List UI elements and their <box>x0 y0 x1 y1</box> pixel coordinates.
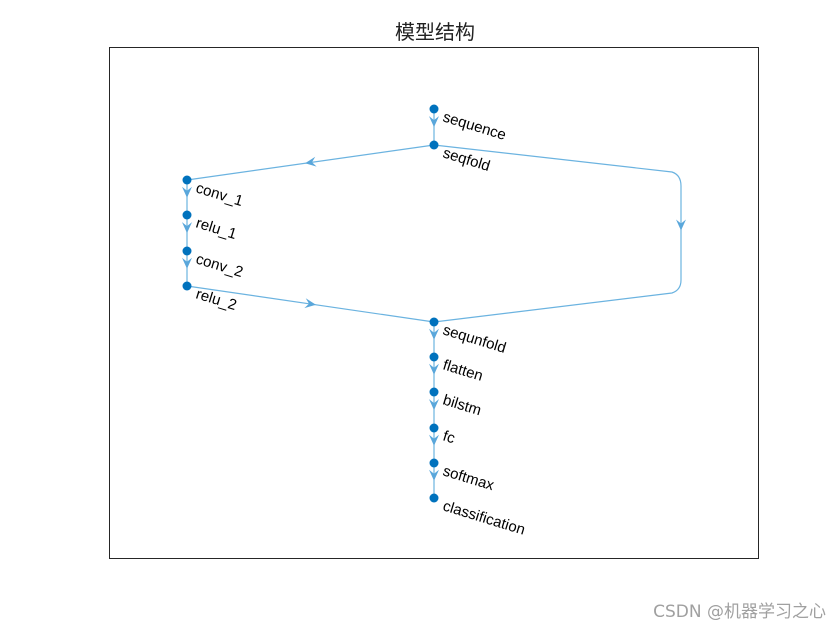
node-label-flatten: flatten <box>441 357 485 385</box>
node-label-relu_1: relu_1 <box>194 215 239 243</box>
edge-seqfold-to-sequnfold <box>433 144 682 323</box>
arrow-icon <box>182 257 192 269</box>
node-label-sequnfold: sequnfold <box>441 322 508 357</box>
plot-axes <box>109 47 759 559</box>
arrow-icon <box>429 363 439 375</box>
arrow-icon <box>676 219 686 231</box>
node-conv_1 <box>182 175 192 185</box>
node-label-sequence: sequence <box>441 109 508 144</box>
node-label-conv_2: conv_2 <box>194 251 245 281</box>
node-conv_2 <box>182 246 192 256</box>
arrow-icon <box>182 186 192 198</box>
node-label-softmax: softmax <box>441 463 497 495</box>
node-sequnfold <box>429 317 439 327</box>
node-label-fc: fc <box>441 428 458 448</box>
node-relu_2 <box>182 281 192 291</box>
arrow-icon <box>429 328 439 340</box>
arrow-icon <box>429 434 439 446</box>
arrow-icon <box>429 399 439 411</box>
node-fc <box>429 423 439 433</box>
node-flatten <box>429 352 439 362</box>
node-softmax <box>429 458 439 468</box>
arrow-icon <box>305 156 317 167</box>
plot-title: 模型结构 <box>395 20 475 44</box>
node-label-classification: classification <box>441 498 527 539</box>
node-classification <box>429 493 439 503</box>
arrow-icon <box>182 222 192 234</box>
node-relu_1 <box>182 210 192 220</box>
node-seqfold <box>429 140 439 150</box>
arrow-icon <box>429 116 439 128</box>
node-label-conv_1: conv_1 <box>194 180 245 210</box>
arrow-icon <box>429 469 439 481</box>
node-sequence <box>429 104 439 114</box>
watermark: CSDN @机器学习之心 <box>653 602 826 622</box>
arrow-icon <box>304 298 316 309</box>
node-bilstm <box>429 387 439 397</box>
node-label-bilstm: bilstm <box>441 392 483 420</box>
